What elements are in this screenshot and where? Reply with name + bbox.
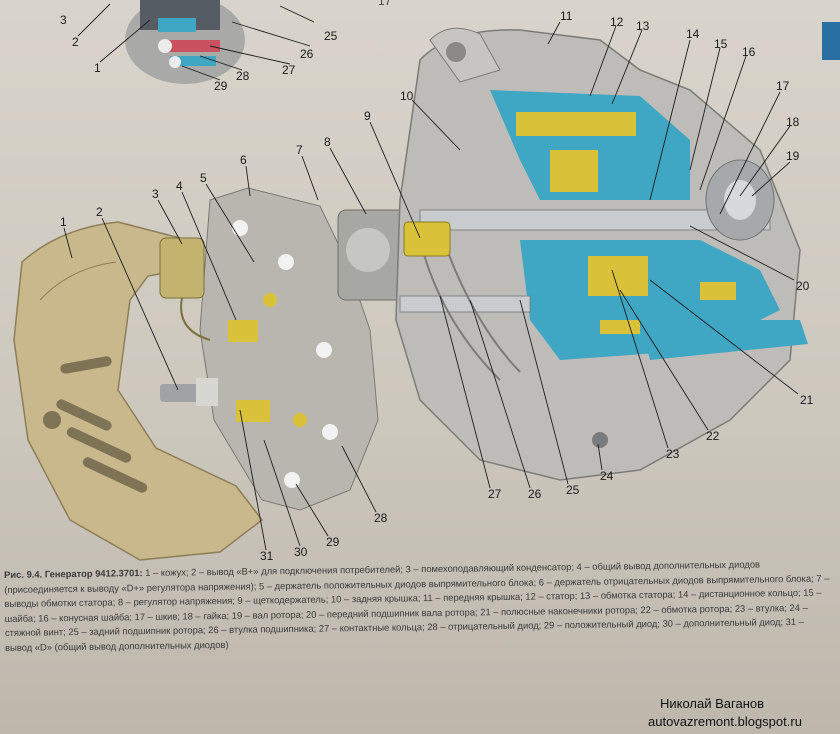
callout-28: 28 [374, 511, 388, 525]
callout-12: 12 [610, 15, 624, 29]
callout-3: 3 [152, 187, 159, 201]
callout-28-inset: 28 [236, 69, 250, 83]
rectifier-plate [199, 187, 379, 511]
callout-2-inset: 2 [72, 35, 79, 49]
callout-4: 4 [176, 179, 183, 193]
callout-19: 19 [786, 149, 800, 163]
callout-22: 22 [706, 429, 720, 443]
cover-casing [13, 221, 264, 561]
callout-24: 24 [600, 469, 614, 483]
callout-13: 13 [636, 19, 650, 33]
inset-brush-detail [125, 0, 245, 84]
callout-20: 20 [796, 279, 810, 293]
generator-body [395, 27, 808, 481]
callout-11: 11 [560, 9, 573, 23]
callout-18: 18 [786, 115, 800, 129]
capacitor [159, 237, 211, 341]
callout-31: 31 [260, 549, 274, 563]
callout-5: 5 [200, 171, 207, 185]
page-corner-tab [822, 22, 840, 60]
terminal-bolt [160, 378, 218, 406]
callout-1: 1 [60, 215, 67, 229]
callout-2: 2 [96, 205, 103, 219]
leader-lines [63, 3, 799, 551]
callout-23: 23 [666, 447, 680, 461]
callout-9: 9 [364, 109, 371, 123]
callout-15: 15 [714, 37, 728, 51]
callout-7: 7 [296, 143, 303, 157]
watermark-site: autovazremont.blogspot.ru [648, 714, 802, 729]
callout-26: 26 [528, 487, 542, 501]
callout-6: 6 [240, 153, 247, 167]
callout-10: 10 [400, 89, 414, 103]
callout-29-inset: 29 [214, 79, 228, 93]
voltage-regulator [337, 209, 413, 301]
callout-26-inset: 26 [300, 47, 314, 61]
callout-25-inset: 25 [324, 29, 338, 43]
callout-3-inset: 3 [60, 13, 67, 27]
callout-17: 17 [776, 79, 790, 93]
watermark-author: Николай Ваганов [660, 696, 765, 711]
callout-16: 16 [742, 45, 756, 59]
callout-27: 27 [488, 487, 502, 501]
callout-21: 21 [800, 393, 814, 407]
page-number: 17 [378, 0, 392, 8]
callout-25: 25 [566, 483, 580, 497]
callout-29: 29 [326, 535, 340, 549]
callout-30: 30 [294, 545, 308, 559]
figure-caption: Рис. 9.4. Генератор 9412.3701: 1 – кожух… [4, 556, 831, 655]
callout-14: 14 [686, 27, 700, 41]
callout-27-inset: 27 [282, 63, 296, 77]
figure-label: Рис. 9.4. Генератор 9412.3701: [4, 567, 143, 580]
callout-1-inset: 1 [94, 61, 101, 75]
callout-8: 8 [324, 135, 331, 149]
